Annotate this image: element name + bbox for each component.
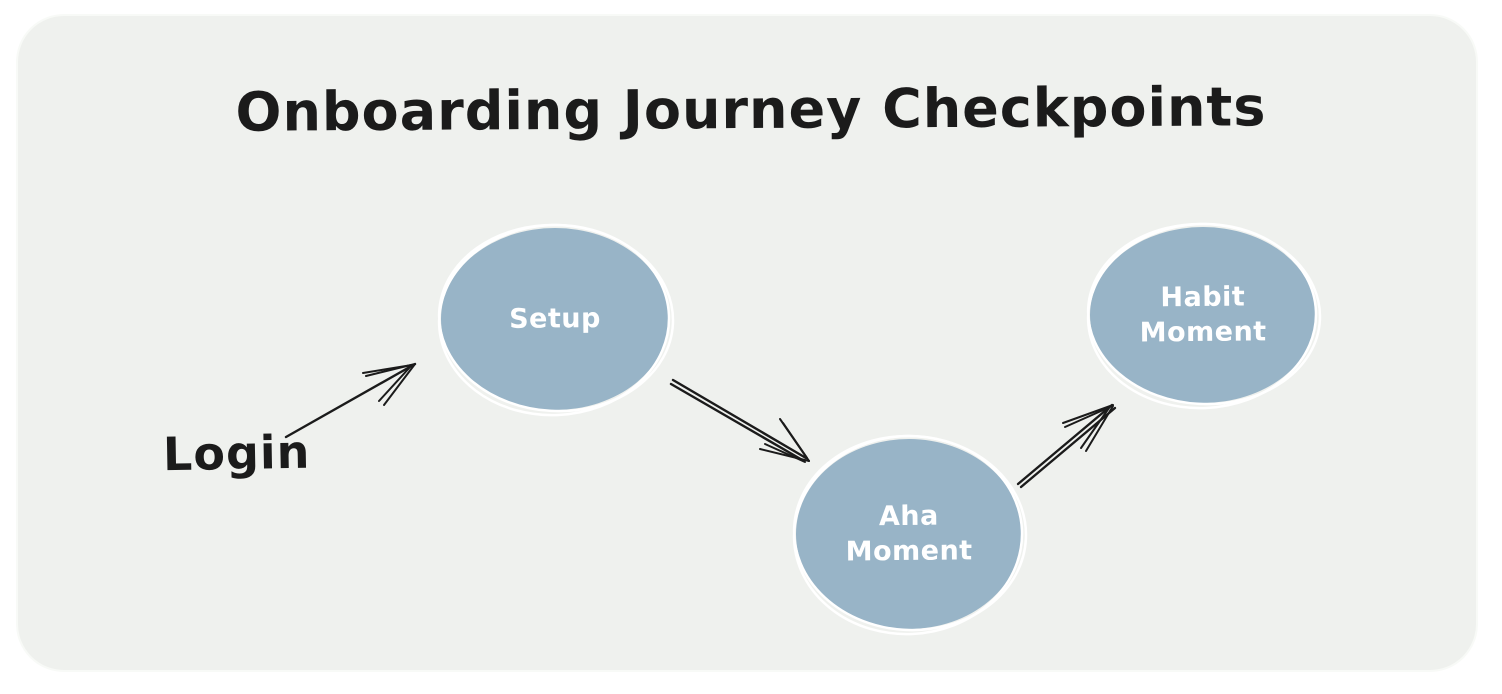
edge-setup-to-aha-arrow xyxy=(669,378,810,463)
edge-login-to-setup-arrow xyxy=(284,362,417,439)
node-setup-shape xyxy=(437,223,675,417)
node-aha-moment-shape xyxy=(792,434,1028,636)
node-setup-label: Setup xyxy=(509,303,601,335)
node-habit-moment-shape xyxy=(1086,222,1322,410)
start-label-login: Login xyxy=(162,424,311,482)
node-habit-moment-label: Habit Moment xyxy=(1139,281,1267,349)
node-aha-moment-label: Aha Moment xyxy=(845,500,973,568)
edge-aha-to-habit-arrow xyxy=(1016,403,1117,489)
